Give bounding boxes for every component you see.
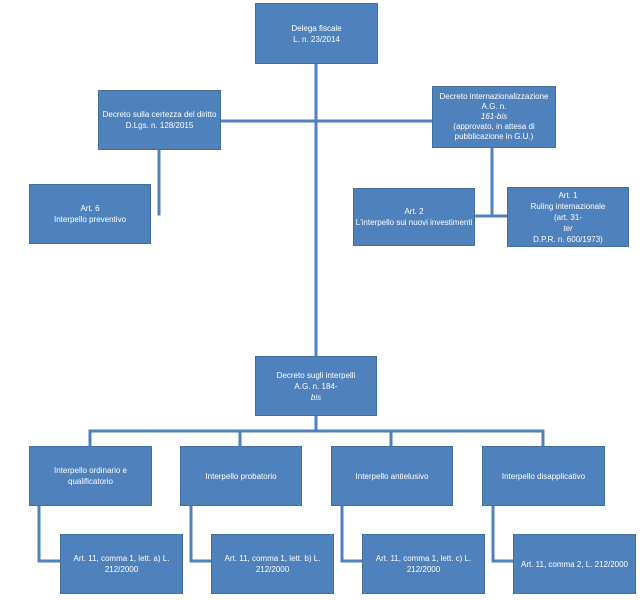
certezza-law: D.Lgs. n. 128/2015 <box>125 121 194 130</box>
art2-article: Art. 2 <box>404 207 424 216</box>
ref-elbow-3 <box>340 504 364 563</box>
art6-article: Art. 6 <box>80 204 100 213</box>
interpelli-ag: A.G. n. 184-bis <box>294 381 338 402</box>
art1-box: Art. 1 Ruling internazionale (art. 31-te… <box>507 187 629 247</box>
art1-title: Ruling internazionale <box>530 201 606 211</box>
certezza-decree-box: Decreto sulla certezza del diritto D.Lgs… <box>98 90 221 150</box>
art6-title: Interpello preventivo <box>53 215 127 224</box>
ref-elbow-1 <box>37 504 62 563</box>
law-reference-box: Art. 11, comma 2, L. 212/2000 <box>513 534 636 594</box>
art1-article: Art. 1 <box>558 190 578 200</box>
internaz-ag: A.G. n. 161-bis <box>480 102 508 121</box>
internaz-status-1: (approvato, in attesa di <box>453 122 535 131</box>
ref-elbow-2 <box>189 504 213 563</box>
interpello-type-box: Interpello disapplicativo <box>482 446 605 506</box>
law-reference-box: Art. 11, comma 1, lett. b) L. 212/2000 <box>211 534 334 594</box>
art6-box: Art. 6 Interpello preventivo <box>29 184 151 244</box>
delega-fiscale-box: Delega fiscale L. n. 23/2014 <box>255 3 378 64</box>
interpello-type-box: Interpello ordinario e qualificatorio <box>29 446 152 506</box>
certezza-title: Decreto sulla certezza del diritto <box>102 110 217 119</box>
internaz-status-2: pubblicazione in G.U.) <box>454 132 534 141</box>
interpelli-decree-box: Decreto sugli interpelli A.G. n. 184-bis <box>255 356 377 416</box>
internaz-title: Decreto internazionalizzazione <box>439 92 549 101</box>
interpello-type-box: Interpello antielusivo <box>331 446 453 506</box>
delega-title: Delega fiscale <box>291 23 342 33</box>
internaz-ag-number: 161-bis <box>480 112 508 121</box>
interpello-type-box: Interpello probatorio <box>180 446 302 506</box>
art2-title: L'interpello sui nuovi investimenti <box>355 218 473 227</box>
art2-box: Art. 2 L'interpello sui nuovi investimen… <box>353 188 475 246</box>
art1-reference: (art. 31-ter D.P.R. n. 600/1973) <box>533 212 603 244</box>
delega-law: L. n. 23/2014 <box>293 34 340 44</box>
ref-elbow-4 <box>491 504 515 563</box>
interpelli-title: Decreto sugli interpelli <box>276 370 356 380</box>
law-reference-box: Art. 11, comma 1, lett. c) L. 212/2000 <box>362 534 485 594</box>
internazionalizzazione-decree-box: Decreto internazionalizzazione A.G. n. 1… <box>432 86 556 148</box>
law-reference-box: Art. 11, comma 1, lett. a) L. 212/2000 <box>60 534 183 594</box>
